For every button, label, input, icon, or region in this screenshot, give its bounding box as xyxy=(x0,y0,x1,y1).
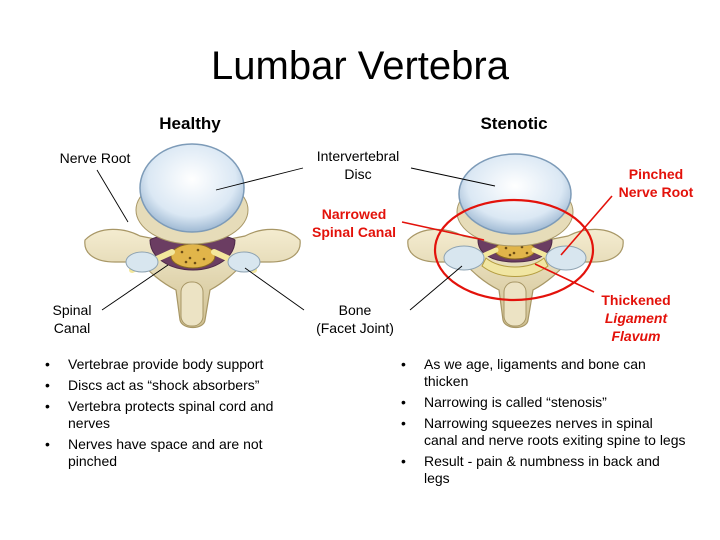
leader-lines xyxy=(96,167,496,311)
label-disc-line1: Intervertebral xyxy=(316,148,400,164)
stenotic-disc xyxy=(458,153,572,235)
stenotic-bullet: Narrowing squeezes nerves in spinal cana… xyxy=(399,415,689,449)
stenotic-vertebra xyxy=(407,153,624,329)
healthy-spinous-process xyxy=(180,281,204,327)
leader-narrowed-canal xyxy=(401,221,485,241)
red-leader-lines xyxy=(401,195,613,293)
stenotic-spinous-process xyxy=(503,281,527,327)
label-narrowed-line2: Spinal Canal xyxy=(311,224,397,240)
healthy-cord-speckles xyxy=(180,248,206,265)
label-pinched-line2: Nerve Root xyxy=(618,184,694,200)
label-thickened-line2: Ligament xyxy=(604,310,668,326)
healthy-heading: Healthy xyxy=(159,114,221,133)
label-canal-line2: Canal xyxy=(53,320,91,336)
label-thickened-line1: Thickened xyxy=(601,292,671,308)
healthy-spinal-cord xyxy=(170,243,216,269)
leader-bone-healthy xyxy=(244,267,305,311)
stenotic-facet-left xyxy=(443,245,485,271)
leader-disc-healthy xyxy=(215,167,304,191)
label-nerve-root: Nerve Root xyxy=(40,149,150,167)
label-thickened-line3: Flavum xyxy=(611,328,661,344)
leader-spinal-canal xyxy=(101,264,169,311)
label-pinched-line1: Pinched xyxy=(628,166,684,182)
healthy-bullet: Vertebra protects spinal cord and nerves xyxy=(43,398,313,432)
leader-bone-stenotic xyxy=(409,265,463,311)
healthy-disc xyxy=(139,143,245,233)
label-bone-line2: (Facet Joint) xyxy=(316,320,394,336)
label-disc-line2: Disc xyxy=(344,166,372,182)
stenotic-bullet: Result - pain & numbness in back and leg… xyxy=(399,453,689,487)
label-narrowed-line1: Narrowed xyxy=(321,206,387,222)
healthy-bullet: Vertebrae provide body support xyxy=(43,356,313,373)
healthy-bullet: Nerves have space and are not pinched xyxy=(43,436,313,470)
leader-thickened-ligament xyxy=(534,263,595,293)
stenotic-bullet-list: As we age, ligaments and bone can thicke… xyxy=(399,356,689,491)
leader-pinched-nerve xyxy=(560,195,613,256)
healthy-facet-right xyxy=(227,251,261,273)
label-narrowed-spinal-canal: Narrowed Spinal Canal xyxy=(298,205,410,241)
healthy-bullet-list: Vertebrae provide body support Discs act… xyxy=(43,356,313,474)
healthy-bullet: Discs act as “shock absorbers” xyxy=(43,377,313,394)
label-canal-line1: Spinal xyxy=(52,302,92,318)
leader-disc-stenotic xyxy=(410,167,496,187)
healthy-vertebra xyxy=(84,143,301,329)
label-bone-facet-joint: Bone (Facet Joint) xyxy=(300,301,410,337)
stenotic-bullet: Narrowing is called “stenosis” xyxy=(399,394,689,411)
label-bone-line1: Bone xyxy=(338,302,372,318)
stenotic-facet-right xyxy=(545,245,587,271)
stenotic-cord-speckles xyxy=(504,245,529,257)
healthy-facet-left xyxy=(125,251,159,273)
leader-nerve-root xyxy=(96,169,129,223)
label-spinal-canal: Spinal Canal xyxy=(32,301,112,337)
stenosis-highlight-ring xyxy=(433,198,595,302)
stenotic-bullet: As we age, ligaments and bone can thicke… xyxy=(399,356,689,390)
slide-title: Lumbar Vertebra xyxy=(211,44,509,88)
stenotic-thickened-ligament xyxy=(481,257,549,277)
label-pinched-nerve-root: Pinched Nerve Root xyxy=(606,165,706,201)
label-nerve-root-text: Nerve Root xyxy=(59,150,131,166)
label-thickened-ligament-flavum: Thickened Ligament Flavum xyxy=(586,291,686,345)
label-intervertebral-disc: Intervertebral Disc xyxy=(298,147,418,183)
stenotic-heading: Stenotic xyxy=(480,114,548,133)
